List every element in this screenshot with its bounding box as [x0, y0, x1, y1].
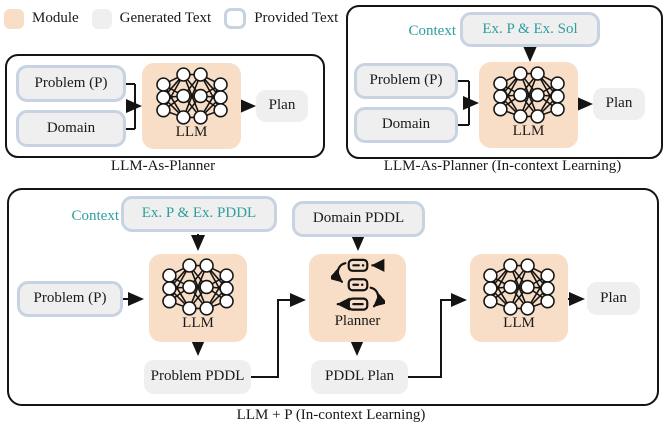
panel2-caption: LLM-As-Planner (In-context Learning) [383, 158, 622, 174]
panel3-caption: LLM + P (In-context Learning) [236, 407, 426, 423]
context-examples-box: Ex. P & Ex. Sol [460, 12, 600, 47]
llm-module-box-1: LLM [149, 254, 247, 342]
pddl-plan-label: PDDL Plan [324, 368, 395, 385]
plan-box: Plan [256, 90, 308, 122]
domain-label: Domain [381, 116, 431, 133]
llm-label: LLM [182, 315, 214, 331]
plan-label: Plan [600, 289, 627, 306]
llm-label: LLM [512, 123, 545, 139]
domain-box: Domain [16, 110, 126, 147]
neural-network-icon [483, 258, 555, 316]
llm-module-box: LLM [142, 63, 241, 149]
neural-network-icon [155, 67, 228, 125]
generated-text-swatch-icon [91, 8, 112, 29]
panel1-caption: LLM-As-Planner [110, 158, 216, 174]
pddl-plan-box: PDDL Plan [311, 360, 408, 394]
context-label: Context [71, 208, 120, 224]
legend-generated-label: Generated Text [119, 10, 212, 26]
plan-label: Plan [605, 95, 633, 112]
module-swatch-icon [4, 8, 24, 29]
context-examples-label: Ex. P & Ex. PDDL [141, 205, 257, 222]
llm-label: LLM [503, 315, 535, 331]
neural-network-icon [492, 66, 565, 124]
llm-module-box-2: LLM [470, 254, 568, 342]
legend: Module Generated Text Provided Text [4, 8, 351, 29]
provided-text-swatch-icon [224, 8, 247, 29]
planner-label: Planner [334, 313, 381, 329]
domain-pddl-label: Domain PDDL [312, 210, 405, 227]
problem-box: Problem (P) [16, 65, 126, 102]
planner-module-box: Planner [309, 254, 406, 342]
context-examples-label: Ex. P & Ex. Sol [482, 20, 578, 37]
panel-llm-plus-p: Context Ex. P & Ex. PDDL Domain PDDL Pro… [7, 188, 659, 406]
problem-label: Problem (P) [369, 72, 443, 89]
panel-llm-as-planner: Problem (P) Domain LLM [5, 54, 325, 158]
domain-pddl-box: Domain PDDL [292, 201, 425, 237]
problem-box: Problem (P) [354, 63, 458, 99]
panel-llm-as-planner-icl: Context Ex. P & Ex. Sol Problem (P) Doma… [346, 5, 663, 159]
context-examples-box: Ex. P & Ex. PDDL [121, 196, 277, 232]
llm-label: LLM [175, 124, 208, 140]
problem-pddl-label: Problem PDDL [150, 368, 245, 385]
neural-network-icon [162, 258, 234, 316]
legend-provided-label: Provided Text [254, 10, 339, 26]
context-label: Context [408, 23, 457, 39]
cyclic-process-icon [330, 258, 385, 311]
domain-box: Domain [354, 107, 458, 143]
plan-box: Plan [587, 282, 640, 315]
problem-label: Problem (P) [34, 74, 108, 91]
legend-module-label: Module [32, 10, 79, 26]
domain-label: Domain [46, 119, 96, 136]
plan-box: Plan [593, 88, 645, 120]
problem-box: Problem (P) [17, 281, 123, 317]
plan-label: Plan [268, 97, 296, 114]
llm-module-box: LLM [479, 62, 578, 148]
problem-pddl-box: Problem PDDL [144, 360, 251, 394]
problem-label: Problem (P) [33, 290, 107, 307]
